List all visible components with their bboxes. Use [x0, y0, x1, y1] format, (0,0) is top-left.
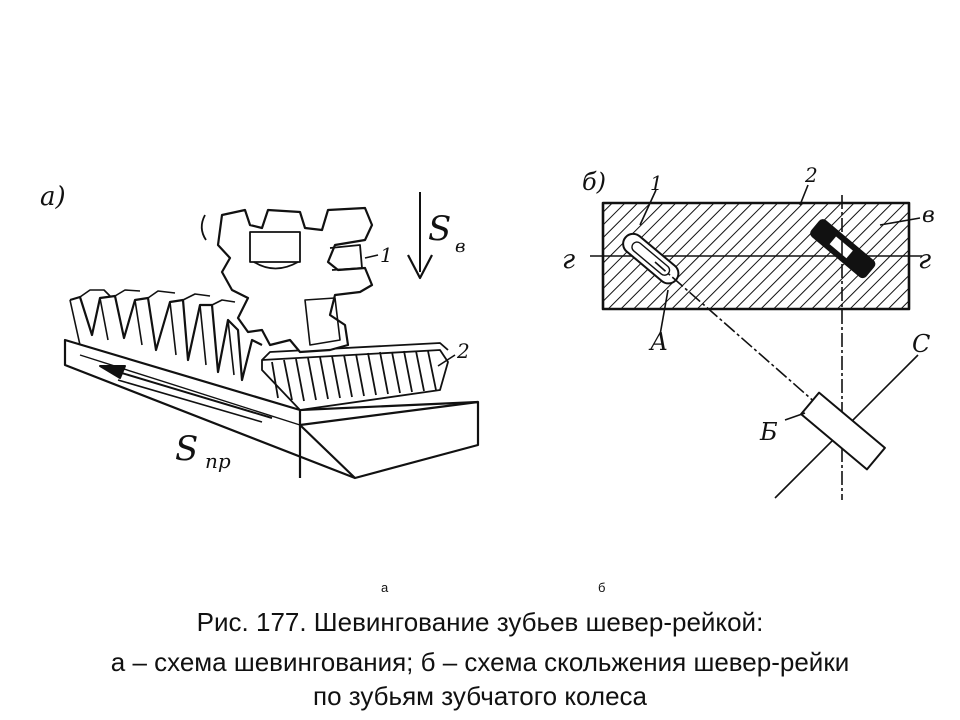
panel-b-drawing	[590, 184, 922, 500]
figure-drawings: а) S в S пр 1 2	[40, 163, 935, 500]
longitudinal-feed-subscript: пр	[205, 449, 231, 473]
sublabel-b: б	[598, 580, 606, 595]
gear-wheel	[200, 206, 374, 354]
panel-a-label: а)	[40, 182, 66, 212]
block-b	[800, 391, 886, 471]
vertical-feed-subscript: в	[455, 236, 465, 257]
panel-b-label: б)	[582, 168, 606, 196]
rack-motion-arrows	[99, 365, 273, 423]
longitudinal-feed-label: S	[175, 429, 198, 469]
axis-label-left: г	[562, 245, 575, 275]
callout-1-slot: 1	[650, 171, 663, 195]
line-c-label: С	[912, 330, 930, 358]
callout-v: в	[922, 203, 935, 228]
callout-1-gear: 1	[380, 243, 393, 267]
point-a-label: А	[648, 328, 668, 356]
callout-2-body: 2	[804, 163, 818, 187]
callout-2-rack: 2	[456, 339, 470, 363]
rack-teeth-left	[69, 289, 263, 382]
vertical-feed-label: S	[428, 209, 451, 249]
vertical-feed-arrow	[407, 192, 433, 280]
caption-line-3: по зубьям зубчатого колеса	[312, 681, 647, 711]
panel-a-drawing	[63, 192, 480, 480]
panel-a-labels: а) S в S пр 1 2	[40, 182, 470, 473]
sublabel-a: а	[381, 580, 389, 595]
axis-label-right: г	[918, 245, 931, 275]
panel-b-labels: б) 1 2 в г г А Б С	[562, 163, 935, 446]
point-b-label: Б	[759, 418, 778, 446]
caption-line-1: Рис. 177. Шевингование зубьев шевер-рейк…	[196, 607, 764, 637]
rack-teeth-right	[261, 342, 449, 411]
caption-line-2: а – схема шевингования; б – схема скольж…	[110, 647, 850, 677]
